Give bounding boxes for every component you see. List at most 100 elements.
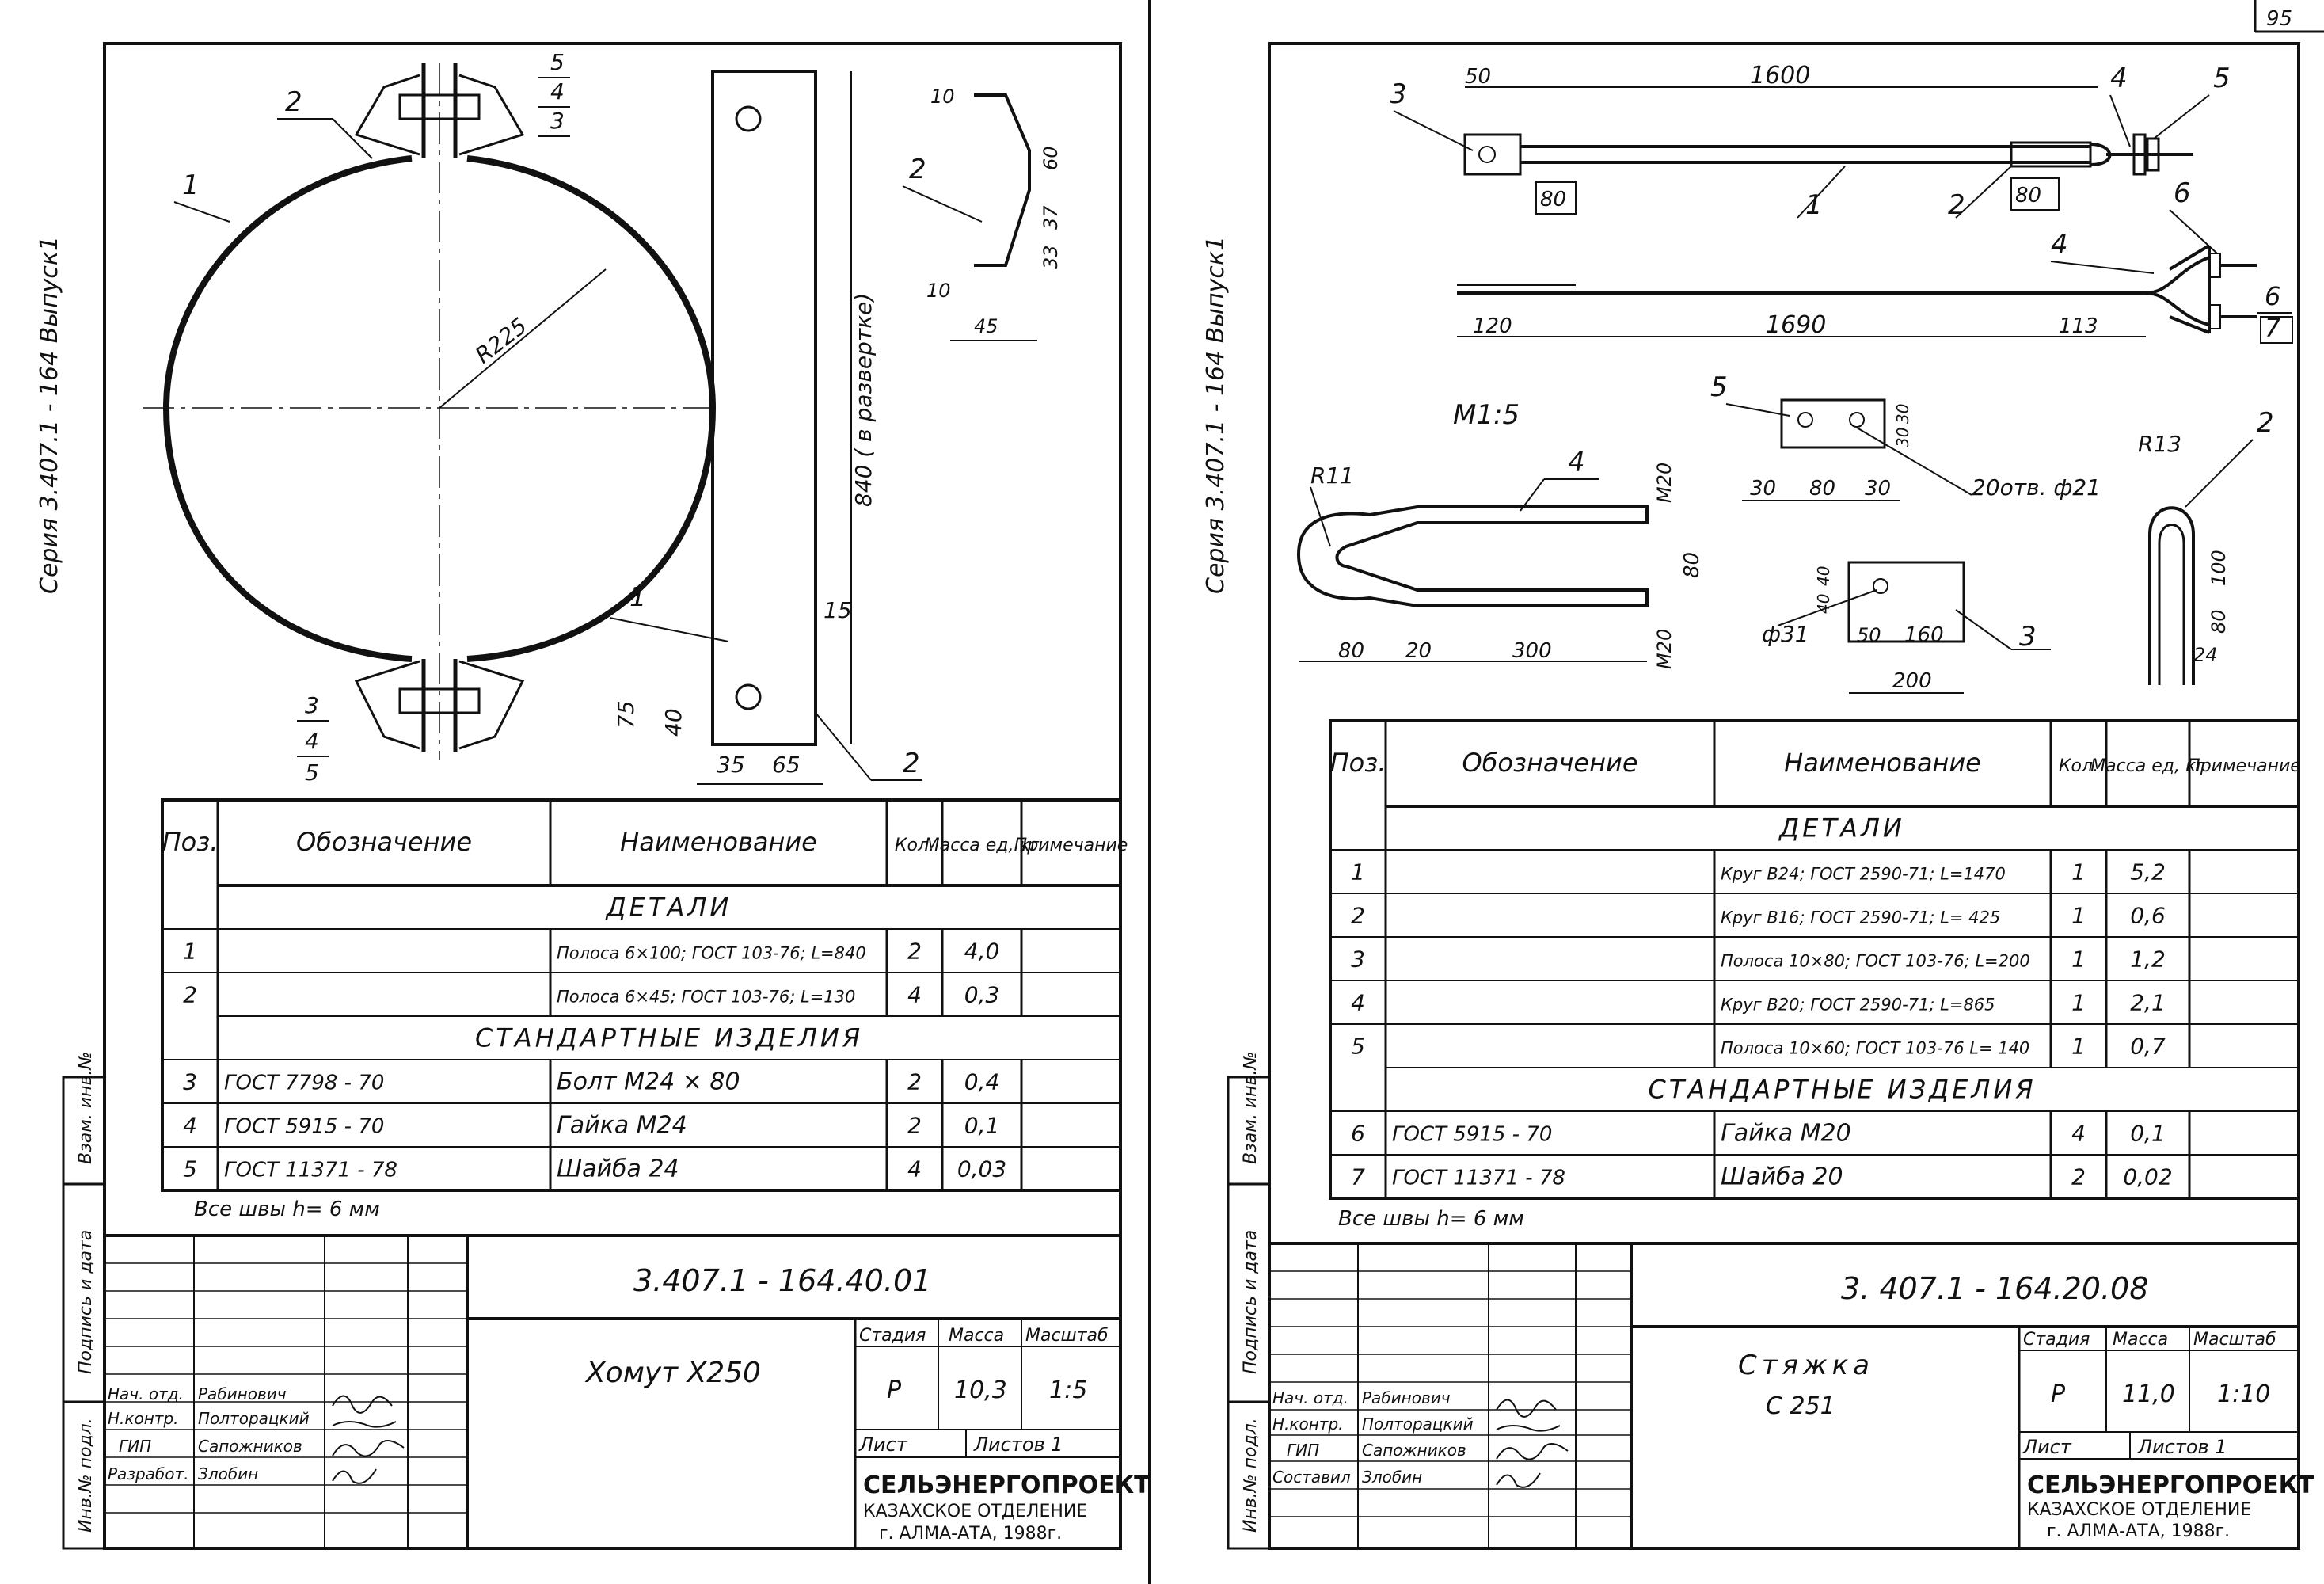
right-name-3: Сапожников bbox=[1362, 1441, 1466, 1460]
table-section: ДЕТАЛИ bbox=[605, 893, 732, 923]
pos-5-top: 5 bbox=[550, 49, 565, 75]
table-cell-mass: 0,02 bbox=[2123, 1164, 2172, 1190]
dim4-80v: 80 bbox=[1680, 552, 1704, 578]
table-cell-qty: 1 bbox=[2071, 946, 2086, 973]
tie-rod-drawing: 50 1600 80 80 3 1 2 4 5 bbox=[1390, 62, 2231, 221]
left-name-2: Полторацкий bbox=[198, 1409, 310, 1428]
dim-33: 33 bbox=[1040, 245, 1062, 269]
table-cell-mass: 1,2 bbox=[2130, 946, 2166, 973]
dim5-30c: 30 bbox=[1750, 477, 1776, 501]
right-weld-note: Все швы h= 6 мм bbox=[1338, 1207, 1524, 1231]
dim4-80: 80 bbox=[1338, 639, 1364, 663]
table-section: СТАНДАРТНЫЕ ИЗДЕЛИЯ bbox=[1648, 1075, 2036, 1105]
left-role-1: Нач. отд. bbox=[108, 1384, 184, 1403]
table-header: Обозначение bbox=[296, 827, 472, 857]
clamp-drawing: R225 1 2 5 4 3 3 4 5 1 bbox=[143, 49, 729, 786]
r-pos-5b: 5 bbox=[1710, 371, 1728, 403]
dim5-30b: 30 bbox=[1893, 428, 1912, 447]
left-doc-title: Хомут Х250 bbox=[584, 1357, 761, 1389]
pos-3-top: 3 bbox=[550, 108, 565, 134]
strip-drawing: 840 ( в развертке) 15 75 40 35 65 2 bbox=[613, 70, 922, 785]
left-spec-table: Поз. Обозначение Наименование Кол.Масса ед,… bbox=[161, 798, 1128, 1192]
table-header: Кол. bbox=[895, 836, 934, 855]
table-cell-name: Гайка М24 bbox=[557, 1112, 687, 1140]
table-cell-mass: 2,1 bbox=[2130, 990, 2166, 1016]
table-cell-name: Полоса 10×80; ГОСТ 103-76; L=200 bbox=[1721, 952, 2030, 971]
r-pos-5: 5 bbox=[2213, 63, 2231, 94]
pos-5-bot: 5 bbox=[305, 760, 319, 786]
right-stamp-3: Инв.№ подл. bbox=[1241, 1418, 1261, 1533]
table-cell-qty: 2 bbox=[2071, 1164, 2086, 1190]
table-cell-name: Шайба 20 bbox=[1721, 1163, 1843, 1191]
page-number: 95 bbox=[2266, 7, 2292, 31]
table-cell-designation: ГОСТ 5915 - 70 bbox=[224, 1115, 384, 1139]
dim-113: 113 bbox=[2059, 314, 2098, 338]
dim-10-top: 10 bbox=[930, 86, 955, 108]
left-mass-label: Масса bbox=[949, 1326, 1004, 1346]
r13: R13 bbox=[2138, 431, 2181, 457]
table-header: Примечание bbox=[2187, 756, 2301, 776]
table-header: Масса ед, кг bbox=[925, 836, 1040, 855]
left-stage-label: Стадия bbox=[859, 1326, 926, 1346]
left-sheet: Взам. инв.№ Подпись и дата Инв.№ подл. С… bbox=[36, 0, 1151, 1584]
table-cell-pos: 3 bbox=[183, 1069, 197, 1095]
table-header: Поз. bbox=[162, 827, 219, 857]
table-cell-designation: ГОСТ 11371 - 78 bbox=[1392, 1167, 1565, 1190]
left-mass: 10,3 bbox=[954, 1376, 1007, 1404]
table-cell-mass: 0,3 bbox=[964, 982, 1000, 1008]
left-name-4: Злобин bbox=[198, 1464, 258, 1483]
right-city: г. АЛМА-АТА, 1988г. bbox=[2047, 1521, 2230, 1541]
dim-37: 37 bbox=[1040, 205, 1062, 230]
table-cell-name: Круг В20; ГОСТ 2590-71; L=865 bbox=[1721, 996, 1995, 1015]
r11: R11 bbox=[1310, 463, 1354, 489]
left-scale-label: Масштаб bbox=[1025, 1326, 1109, 1346]
right-sheet: Взам. инв.№ Подпись и дата Инв.№ подл. С… bbox=[1202, 42, 2314, 1550]
table-header: Кол. bbox=[2059, 756, 2098, 776]
table-cell-pos: 5 bbox=[183, 1156, 197, 1182]
dim5-30d: 30 bbox=[1865, 477, 1891, 501]
right-role-1: Нач. отд. bbox=[1272, 1388, 1348, 1407]
dim-80-left: 80 bbox=[1540, 188, 1566, 211]
dim-60: 60 bbox=[1040, 146, 1062, 170]
pos-4-bot: 4 bbox=[305, 728, 319, 754]
pos-2-plate: 2 bbox=[909, 154, 926, 185]
table-cell-pos: 3 bbox=[1351, 946, 1365, 973]
right-name-1: Рабинович bbox=[1362, 1388, 1451, 1407]
dim2-100: 100 bbox=[2208, 550, 2230, 586]
dim-1690: 1690 bbox=[1766, 311, 1826, 339]
right-role-3: ГИП bbox=[1287, 1441, 1319, 1460]
scale-note: М1:5 bbox=[1453, 399, 1520, 431]
right-dept: КАЗАХСКОЕ ОТДЕЛЕНИЕ bbox=[2027, 1500, 2251, 1520]
tie-rod-plan: 120 1690 113 6 4 6 7 bbox=[1457, 177, 2293, 344]
right-scale: 1:10 bbox=[2217, 1380, 2270, 1408]
dim5-30a: 30 bbox=[1893, 404, 1912, 424]
dim-80-right: 80 bbox=[2015, 184, 2041, 208]
dim-75: 75 bbox=[613, 700, 639, 729]
table-cell-name: Круг В16; ГОСТ 2590-71; L= 425 bbox=[1721, 908, 2000, 927]
left-sheet-label: Лист bbox=[858, 1434, 908, 1456]
table-cell-mass: 4,0 bbox=[964, 939, 1000, 965]
table-cell-qty: 2 bbox=[907, 1069, 922, 1095]
left-sheets-label: Листов 1 bbox=[973, 1434, 1063, 1456]
pos-2: 2 bbox=[285, 86, 302, 118]
dim3-40a: 40 bbox=[1814, 566, 1833, 586]
left-dept: КАЗАХСКОЕ ОТДЕЛЕНИЕ bbox=[863, 1502, 1087, 1521]
left-doc-code: 3.407.1 - 164.40.01 bbox=[633, 1263, 931, 1298]
table-cell-name: Полоса 6×100; ГОСТ 103-76; L=840 bbox=[557, 944, 866, 963]
dim3-160: 160 bbox=[1904, 623, 1944, 647]
dim-50: 50 bbox=[1465, 65, 1491, 89]
right-sheet-label: Лист bbox=[2022, 1436, 2072, 1458]
table-cell-pos: 7 bbox=[1351, 1164, 1365, 1190]
right-stamp-1: Взам. инв.№ bbox=[1241, 1052, 1261, 1164]
right-doc-code: 3. 407.1 - 164.20.08 bbox=[1841, 1271, 2148, 1306]
left-role-3: ГИП bbox=[119, 1437, 151, 1456]
left-stamp-2: Подпись и дата bbox=[76, 1230, 96, 1374]
table-header: Наименование bbox=[620, 827, 817, 857]
part2-drawing: R13 2 100 80 24 bbox=[2138, 407, 2274, 685]
table-cell-mass: 0,4 bbox=[964, 1069, 1000, 1095]
left-signature bbox=[332, 1395, 393, 1414]
left-stamp-3: Инв.№ подл. bbox=[76, 1418, 96, 1533]
table-header: Обозначение bbox=[1462, 748, 1637, 778]
r-pos-3: 3 bbox=[1390, 78, 1407, 110]
